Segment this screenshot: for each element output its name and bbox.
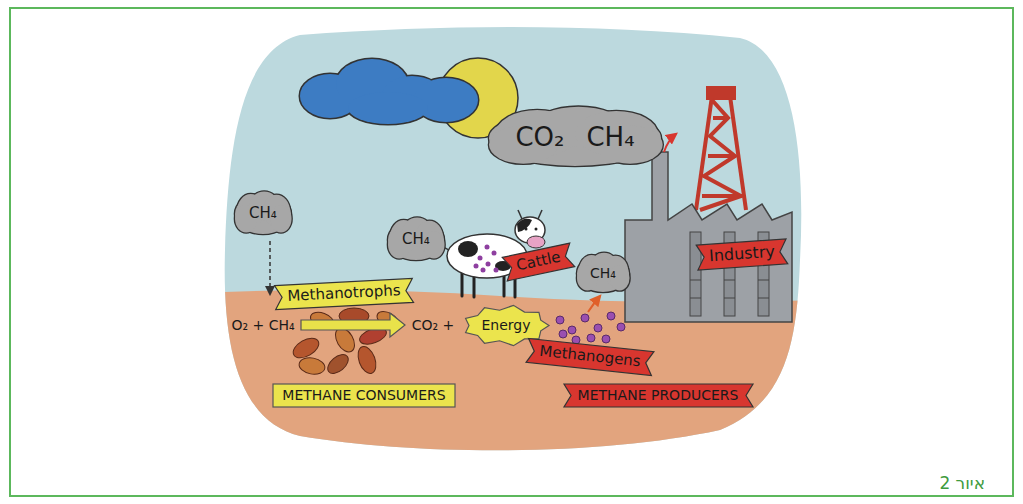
- node-texts: Industry: [708, 242, 775, 265]
- group-box: METHANE PRODUCERS: [564, 384, 753, 407]
- gas-cloud: CO₂ CH₄: [489, 110, 661, 166]
- node-label: METHANE CONSUMERS: [282, 387, 445, 403]
- banner-shape: [502, 243, 574, 281]
- scene-blob: [200, 20, 820, 470]
- node-outline: [489, 110, 661, 166]
- methane-cloud: CH₄: [577, 255, 629, 292]
- figure-caption: איור 2: [939, 473, 985, 493]
- methanotroph-cells: [290, 308, 402, 377]
- equation-text: CO₂ +: [412, 317, 455, 333]
- banner-shape: [526, 338, 654, 375]
- methane-uptake-arrow: [269, 241, 271, 294]
- node-label: CH₄: [249, 205, 277, 222]
- node-texts: CH₄: [402, 231, 430, 248]
- cloud-fill: [489, 107, 663, 166]
- sky: [200, 20, 820, 470]
- banner-shape: [564, 384, 753, 407]
- blue-cloud: [300, 59, 478, 124]
- cloud-fill: [577, 252, 630, 291]
- methanogen-cells: [556, 312, 625, 344]
- methane-cloud: CH₄: [235, 194, 291, 234]
- node-texts: Energy: [481, 317, 531, 333]
- equation-text: O₂ + CH₄: [231, 317, 294, 333]
- node-texts: CH₄: [249, 205, 277, 222]
- node-label: CH₄: [586, 123, 634, 153]
- node-texts: CO₂ CH₄: [515, 123, 635, 153]
- factory: [625, 134, 792, 322]
- frame-border: [10, 8, 1013, 496]
- energy-burst: Energy: [469, 310, 543, 341]
- cloud-outline: [235, 192, 292, 234]
- node-label: CH₄: [590, 265, 616, 281]
- cloud-fill: [388, 218, 445, 260]
- cloud-outline: [489, 107, 663, 166]
- cloud-outline: [577, 252, 630, 291]
- reaction-arrow: [301, 313, 405, 337]
- methane-release-arrow: [588, 296, 600, 312]
- banner-shape: [696, 238, 788, 269]
- node-texts: METHANE PRODUCERS: [578, 387, 739, 403]
- methane-cloud: CH₄: [388, 220, 444, 260]
- group-box: METHANE CONSUMERS: [273, 384, 455, 407]
- node-label: CO₂: [515, 123, 564, 153]
- box-shape: [273, 384, 455, 407]
- node-label: Energy: [481, 317, 530, 333]
- cloud-outline: [388, 218, 445, 260]
- node-texts: CH₄: [590, 265, 616, 281]
- node-label: Industry: [709, 242, 776, 265]
- banner-shape: [274, 278, 413, 309]
- node-label: CH₄: [402, 231, 430, 248]
- cloud-fill: [235, 192, 292, 234]
- oil-derrick: [696, 88, 746, 210]
- node-texts: METHANE CONSUMERS: [282, 387, 446, 403]
- node-label: METHANE PRODUCERS: [578, 387, 739, 403]
